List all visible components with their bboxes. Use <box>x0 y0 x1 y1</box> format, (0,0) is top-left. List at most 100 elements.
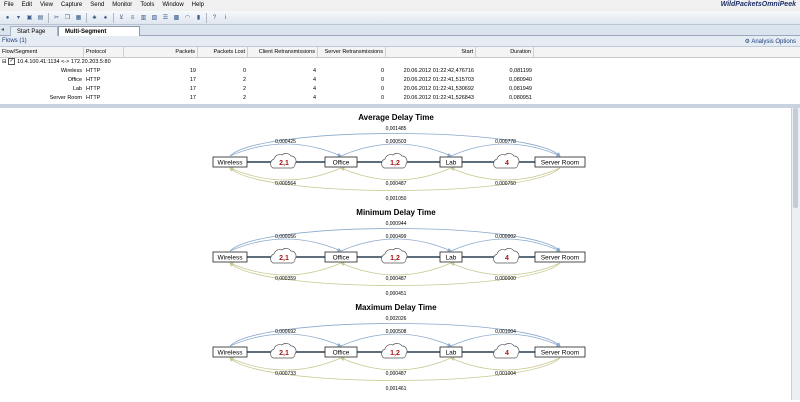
copy-icon[interactable]: ❐ <box>64 15 71 21</box>
cloud-icon <box>381 153 408 169</box>
node-server-room[interactable] <box>534 251 586 263</box>
menu-monitor[interactable]: Monitor <box>112 2 133 8</box>
col-packets-lost[interactable]: Packets Lost <box>198 47 248 57</box>
scrollbar-thumb[interactable] <box>793 108 798 208</box>
top-segment-arrow <box>340 333 452 347</box>
diagram-title: Average Delay Time <box>358 113 434 122</box>
tab-multi-segment-analyse[interactable]: Multi-Segment Analyse× <box>58 26 140 45</box>
flow-checkbox[interactable]: ✓ <box>8 58 16 66</box>
list-icon[interactable]: ☰ <box>162 15 169 21</box>
analysis-options-label: Analysis Options <box>751 39 796 45</box>
bottom-segment-arrow <box>229 262 342 276</box>
node-lab[interactable] <box>439 156 463 168</box>
graph-icon[interactable]: ▥ <box>140 15 147 21</box>
node-lab[interactable] <box>439 346 463 358</box>
menu-send[interactable]: Send <box>90 2 105 8</box>
tab-start-page[interactable]: Start Page <box>10 26 58 36</box>
col-duration[interactable]: Duration <box>476 47 534 57</box>
save-icon[interactable]: ▤ <box>37 15 44 21</box>
cell-start: 20.06.2012 01:22:41,515703 <box>403 77 474 83</box>
cell-packets: 19 <box>189 68 196 74</box>
node-office[interactable] <box>324 156 358 168</box>
network-icon[interactable]: ♣ <box>92 14 97 21</box>
stats-icon[interactable]: ≡ <box>130 14 135 21</box>
menu-window[interactable]: Window <box>162 2 184 8</box>
toolbar-separator <box>86 12 87 23</box>
vertical-scrollbar[interactable] <box>791 108 800 400</box>
cell-start: 20.06.2012 01:22:41,530692 <box>403 86 474 92</box>
cloud-value: 2,1 <box>279 160 289 167</box>
node-server-room[interactable] <box>534 346 586 358</box>
bottom-segment-label: 0,000733 <box>275 371 296 377</box>
cut-icon[interactable]: ✂ <box>53 15 60 21</box>
open-icon[interactable]: ▣ <box>26 15 33 21</box>
col-start[interactable]: Start <box>386 47 476 57</box>
node-lab[interactable] <box>439 251 463 263</box>
info-icon[interactable]: i <box>224 14 227 21</box>
bottom-outer-arrow <box>229 167 561 191</box>
menu-edit[interactable]: Edit <box>21 2 33 8</box>
bottom-segment-arrow <box>340 357 452 371</box>
flow-row[interactable]: ⊟ ✓10.4.100.41:1134 <-> 172.20.203.5:80 <box>0 58 800 67</box>
col-flow-segment[interactable]: Flow/Segment <box>0 47 84 57</box>
menu-view[interactable]: View <box>40 2 53 8</box>
menu-tools[interactable]: Tools <box>140 2 155 8</box>
node-label: Lab <box>446 255 457 262</box>
top-outer-label: 0,002026 <box>386 316 407 322</box>
flow-table: Flow/Segment Protocol Packets Packets Lo… <box>0 47 800 101</box>
cloud-icon <box>493 153 520 169</box>
col-client-retx[interactable]: Client Retransmissions <box>248 47 318 57</box>
col-protocol[interactable]: Protocol <box>84 47 124 57</box>
wireless-icon[interactable]: ◠ <box>184 15 191 21</box>
dropdown-icon[interactable]: ▾ <box>16 15 20 21</box>
expand-icon[interactable]: ⊟ <box>2 59 7 65</box>
expert-icon[interactable]: ♠ <box>103 14 108 21</box>
cell-start: 20.06.2012 01:22:41,526843 <box>403 95 474 101</box>
node-label: Wireless <box>218 350 244 357</box>
matrix-icon[interactable]: ▩ <box>173 15 180 21</box>
menu-capture[interactable]: Capture <box>60 2 83 8</box>
bottom-segment-label: 0,000487 <box>386 371 407 377</box>
cell-packets-lost: 0 <box>242 68 246 74</box>
bottom-outer-label: 0,001050 <box>386 196 407 202</box>
cloud-icon <box>493 343 520 359</box>
col-server-retx[interactable]: Server Retransmissions <box>318 47 386 57</box>
node-label: Lab <box>446 160 457 167</box>
node-wireless[interactable] <box>212 156 248 168</box>
node-server-room[interactable] <box>534 156 586 168</box>
help-icon[interactable]: ? <box>212 14 217 21</box>
paste-icon[interactable]: ▦ <box>75 15 82 21</box>
cloud-icon <box>270 248 297 264</box>
cell-client-retx: 4 <box>312 77 316 83</box>
top-segment-label: 0,000499 <box>386 234 407 240</box>
filter-icon[interactable]: ⊻ <box>119 15 124 21</box>
diagram-title: Maximum Delay Time <box>355 303 437 312</box>
cell-segment: Office <box>67 77 82 83</box>
toolbar-separator <box>113 12 114 23</box>
node-label: Office <box>333 350 350 357</box>
tab-scroll-icon[interactable]: ◂ <box>1 27 5 33</box>
node-wireless[interactable] <box>212 251 248 263</box>
cell-packets: 17 <box>189 95 196 101</box>
bottom-segment-label: 0,001004 <box>495 371 516 377</box>
bottom-outer-label: 0,000451 <box>386 291 407 297</box>
top-outer-arrow <box>229 133 561 157</box>
pane-splitter[interactable] <box>0 104 800 108</box>
cell-packets-lost: 2 <box>242 77 246 83</box>
table-icon[interactable]: ▧ <box>151 15 158 21</box>
menu-help[interactable]: Help <box>191 2 205 8</box>
node-office[interactable] <box>324 346 358 358</box>
bottom-segment-label: 0,000359 <box>275 276 296 282</box>
node-wireless[interactable] <box>212 346 248 358</box>
menu-file[interactable]: File <box>4 2 14 8</box>
start-capture-icon[interactable]: ● <box>5 14 10 21</box>
analysis-options-link[interactable]: ⚙ Analysis Options <box>744 39 796 45</box>
signal-icon[interactable]: ▮ <box>196 15 201 21</box>
col-packets[interactable]: Packets <box>124 47 198 57</box>
node-office[interactable] <box>324 251 358 263</box>
bottom-outer-arrow <box>229 262 561 286</box>
